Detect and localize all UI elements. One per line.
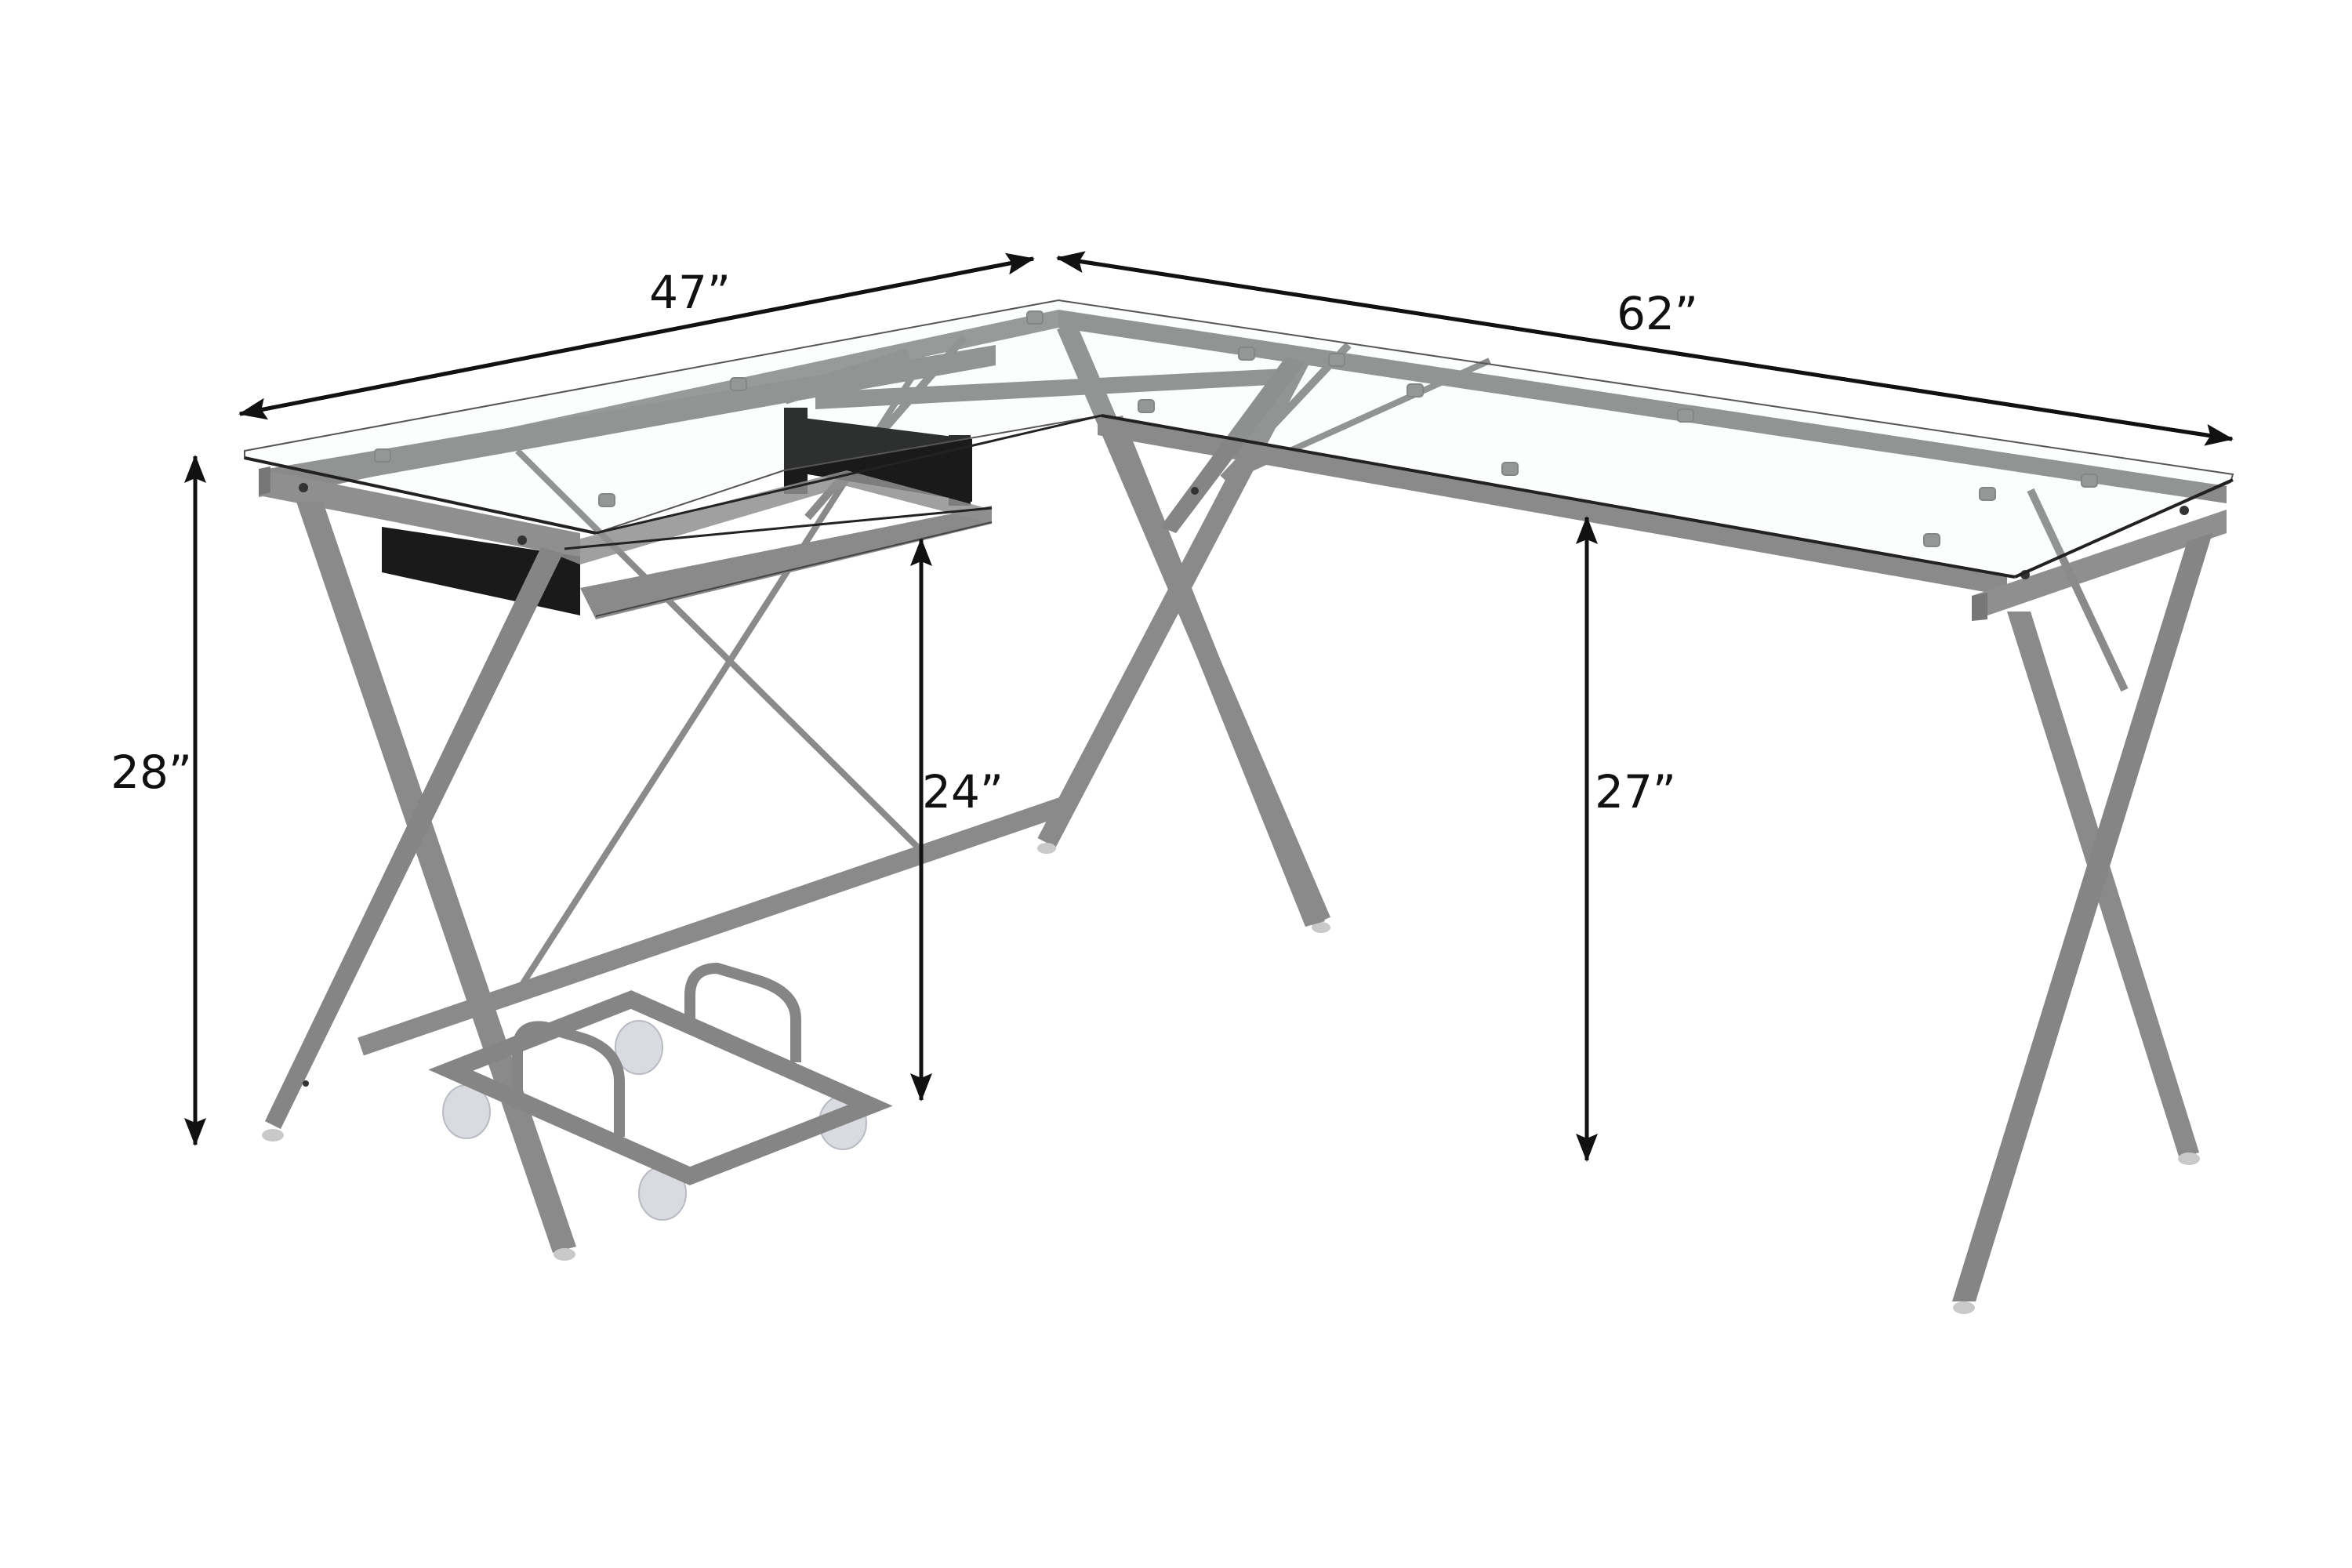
corner-front-x-leg: [1102, 357, 1325, 927]
dim-label-28: 28”: [111, 746, 192, 799]
dim-label-62: 62”: [1617, 287, 1698, 340]
dim-label-27: 27”: [1595, 765, 1676, 818]
dim-label-47: 47”: [649, 266, 731, 319]
front-right-x-leg: [1952, 488, 2212, 1314]
keyboard-tray: [382, 408, 993, 619]
front-left-x-leg: [262, 483, 576, 1261]
cpu-cart: [428, 962, 893, 1221]
caster-wheels: [442, 1020, 867, 1221]
top-frame: [259, 310, 2227, 621]
glass-top: [244, 299, 2234, 579]
glass-standoffs: [374, 310, 2098, 547]
dimension-lines: [184, 251, 2234, 1162]
dim-label-24: 24”: [922, 765, 1004, 818]
